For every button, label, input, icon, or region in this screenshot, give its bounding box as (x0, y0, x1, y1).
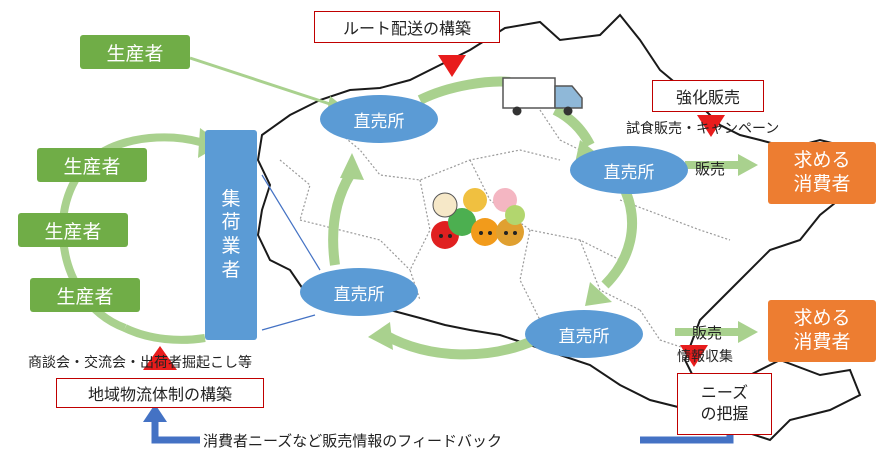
connector-line (261, 314, 316, 331)
truck-icon (502, 77, 583, 116)
cycle-arrowhead (340, 153, 364, 180)
marker-triangle (143, 346, 177, 370)
cycle-arrowhead (368, 322, 393, 350)
meetings-text: 商談会・交流会・出荷者掘起こし等 (28, 355, 252, 371)
municipal-boundaries (279, 109, 731, 351)
marker-triangle (438, 55, 466, 77)
producer-box: 生産者 (30, 278, 140, 312)
route-delivery-label: ルート配送の構築 (314, 11, 500, 43)
sales-text-top: 販売 (695, 160, 726, 178)
feedback-arrow-left (151, 420, 200, 444)
sales-text-bottom: 販売 (692, 324, 723, 342)
region-map-outline (256, 13, 872, 442)
marker-triangle (697, 115, 725, 137)
needs-grasp-line: ニーズ (700, 383, 749, 403)
producer-to-store-line (189, 56, 331, 106)
mascot-characters-icon (431, 188, 525, 249)
collector-box: 集 荷 業 者 (205, 130, 257, 340)
marker-triangle (680, 345, 708, 367)
collector-char: 者 (221, 258, 241, 281)
consumer-line: 求める (793, 307, 851, 330)
consumer-line: 消費者 (793, 173, 851, 195)
direct-store-bottom: 直売所 (525, 310, 643, 358)
consumer-box-top: 求める 消費者 (768, 142, 876, 204)
cycle-arrowhead (585, 282, 612, 306)
consumer-box-bottom: 求める 消費者 (768, 300, 876, 362)
feedback-arrowhead (143, 404, 167, 422)
logistics-label: 地域物流体制の構築 (56, 378, 264, 408)
direct-store-left: 直売所 (300, 268, 418, 316)
producer-box: 生産者 (18, 213, 128, 247)
consumer-line: 消費者 (793, 331, 851, 353)
tasting-campaign-text: 試食販売・キャンペーン (626, 121, 780, 137)
producer-box: 生産者 (80, 35, 190, 69)
enhanced-sales-label: 強化販売 (652, 80, 764, 112)
needs-grasp-line: の把握 (700, 404, 749, 423)
producer-box: 生産者 (37, 148, 147, 182)
connector-line (261, 174, 321, 271)
direct-store-right: 直売所 (570, 146, 688, 194)
consumer-line: 求める (793, 149, 851, 172)
feedback-text: 消費者ニーズなど販売情報のフィードバック (203, 432, 502, 450)
collector-char: 業 (221, 235, 241, 257)
info-collection-text: 情報収集 (677, 349, 733, 365)
collector-char: 荷 (221, 211, 241, 234)
needs-grasp-label: ニーズ の把握 (677, 373, 772, 435)
direct-store-top: 直売所 (320, 95, 438, 143)
collector-char: 集 (221, 187, 241, 210)
